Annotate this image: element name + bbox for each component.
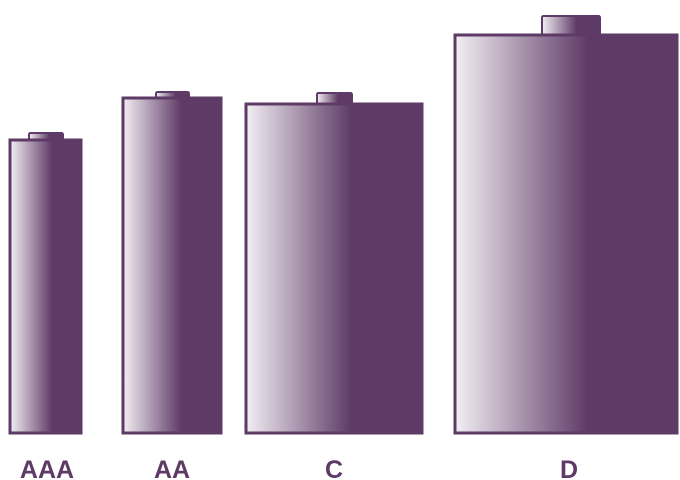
battery-c-label: C — [325, 456, 343, 480]
battery-aaa-label: AAA — [20, 456, 74, 480]
battery-aaa-body — [8, 138, 83, 435]
battery-c-terminal — [316, 92, 353, 105]
battery-aa-body — [121, 96, 223, 435]
battery-c-body — [244, 102, 424, 435]
battery-d-body — [453, 33, 679, 435]
battery-d-terminal — [541, 15, 601, 36]
battery-d: D — [453, 15, 679, 480]
battery-aa: AA — [121, 91, 223, 480]
battery-aaa: AAA — [8, 132, 83, 480]
battery-aa-label: AA — [154, 456, 190, 480]
battery-c: C — [244, 92, 424, 480]
battery-d-label: D — [560, 456, 578, 480]
